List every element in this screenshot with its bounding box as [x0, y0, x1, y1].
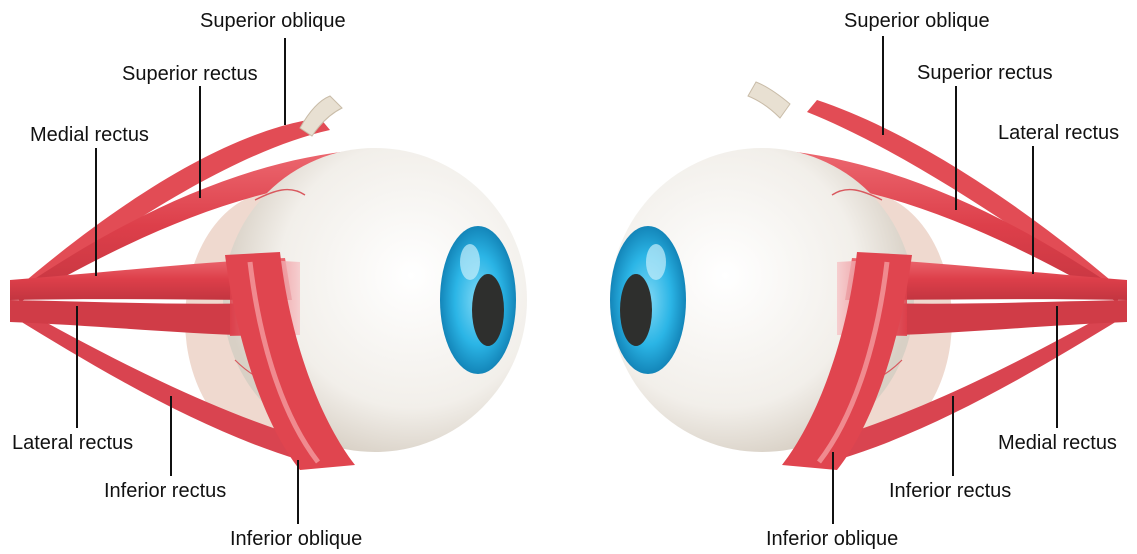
label-right-inferior-oblique: Inferior oblique	[766, 527, 898, 551]
right-pupil	[620, 274, 652, 346]
label-right-superior-rectus: Superior rectus	[917, 61, 1053, 85]
label-left-inferior-oblique: Inferior oblique	[230, 527, 362, 551]
right-trochlea-tendon	[748, 82, 790, 118]
label-left-inferior-rectus: Inferior rectus	[104, 479, 226, 503]
label-left-lateral-rectus: Lateral rectus	[12, 431, 133, 455]
label-left-superior-oblique: Superior oblique	[200, 9, 346, 33]
label-left-medial-rectus: Medial rectus	[30, 123, 149, 147]
label-right-superior-oblique: Superior oblique	[844, 9, 990, 33]
label-right-lateral-rectus: Lateral rectus	[998, 121, 1119, 145]
label-left-superior-rectus: Superior rectus	[122, 62, 258, 86]
left-iris-highlight	[460, 244, 480, 280]
right-iris-highlight	[646, 244, 666, 280]
label-right-medial-rectus: Medial rectus	[998, 431, 1117, 455]
label-right-inferior-rectus: Inferior rectus	[889, 479, 1011, 503]
left-pupil	[472, 274, 504, 346]
